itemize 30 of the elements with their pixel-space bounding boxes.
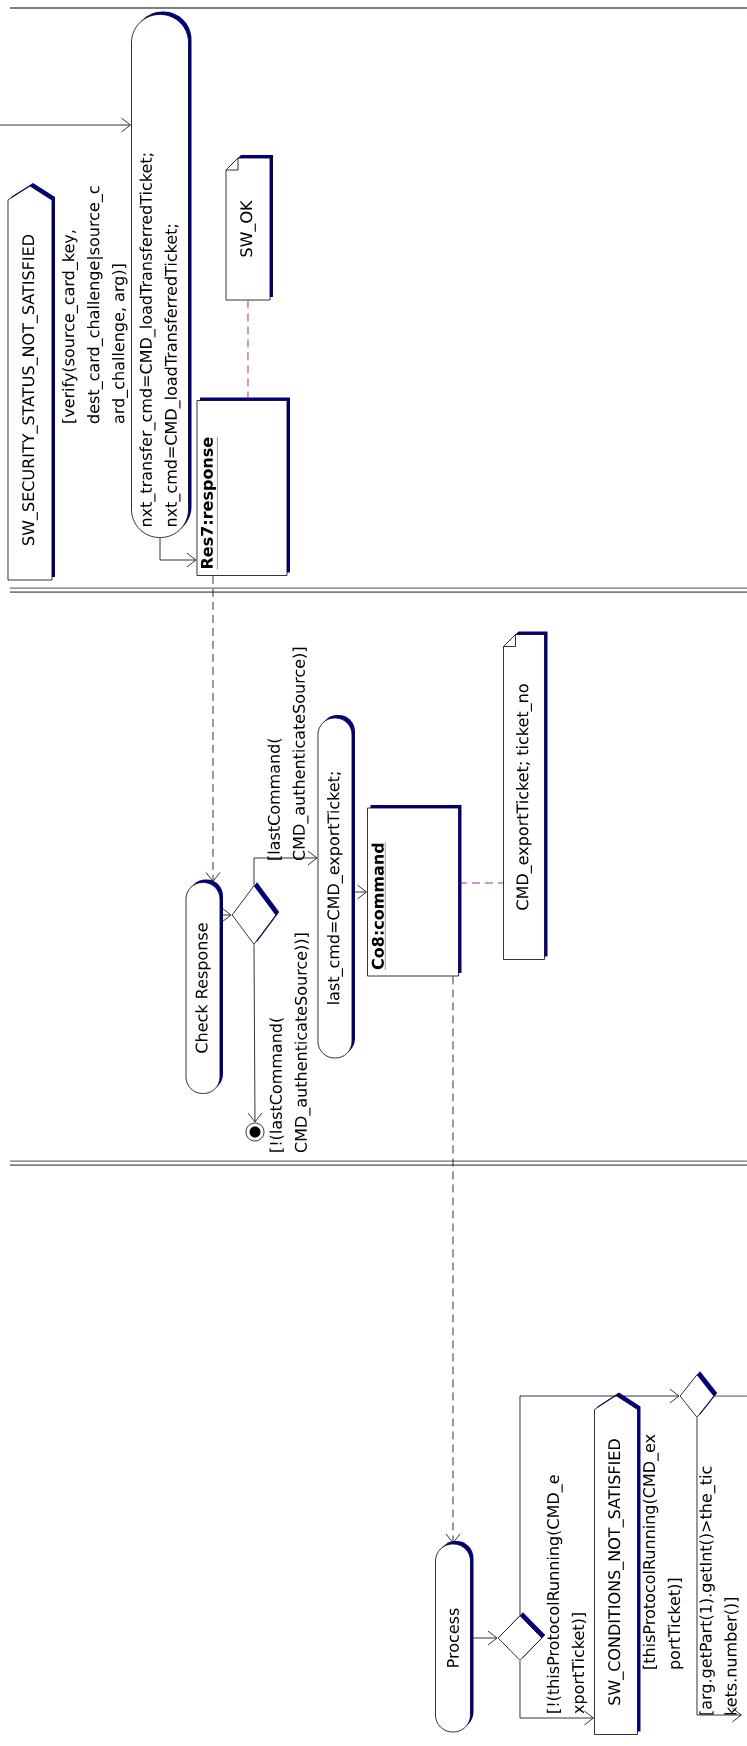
arrow	[247, 944, 263, 1123]
arrow	[0, 117, 131, 133]
edge-label: [verify(source_card_key, dest_card_challenge|source_c ard_challenge, arg)]	[62, 186, 128, 424]
object-box: Res7:response	[196, 397, 290, 576]
edge-label: [!(lastCommand( CMD_authenticateSource))]	[269, 933, 311, 1153]
decision-diamond	[679, 1371, 718, 1418]
arrow	[519, 1388, 680, 1616]
arrow	[445, 976, 461, 1544]
arrow	[205, 575, 221, 882]
arrow	[519, 1660, 594, 1726]
activity-box: nxt_transfer_cmd=CMD_loadTransferredTicket; nxt_cmd=CMD_loadTransferredTicket;	[131, 11, 192, 538]
arrow	[696, 1417, 742, 1723]
connector-line	[458, 882, 504, 884]
connector-line	[247, 300, 249, 401]
activity-box: last_cmd=CMD_exportTicket;	[317, 715, 355, 1059]
arrow	[159, 537, 197, 568]
edge-label: [lastCommand( CMD_authenticateSource)]	[267, 647, 309, 861]
decision-diamond	[497, 1612, 546, 1661]
object-box: Co8:command	[367, 805, 462, 977]
arrow	[470, 1630, 498, 1646]
activity-box: Process	[435, 1541, 474, 1733]
connector-line	[714, 1395, 747, 1397]
final-state	[245, 1122, 265, 1142]
edge-label: [arg.getPart(1).getInt()>the_tic kets.number()]	[699, 1466, 739, 1715]
activity-box: Check Response	[185, 879, 223, 1094]
node-label: SW_CONDITIONS_NOT_SATISFIED	[608, 1439, 624, 1705]
arrow	[253, 850, 318, 886]
edge-label: [!(thisProtocolRunning(CMD_e xportTicket)]	[546, 1475, 588, 1714]
edge-label: [thisProtocolRunning(CMD_ex portTicket)]	[642, 1434, 684, 1669]
decision-diamond	[231, 882, 280, 945]
